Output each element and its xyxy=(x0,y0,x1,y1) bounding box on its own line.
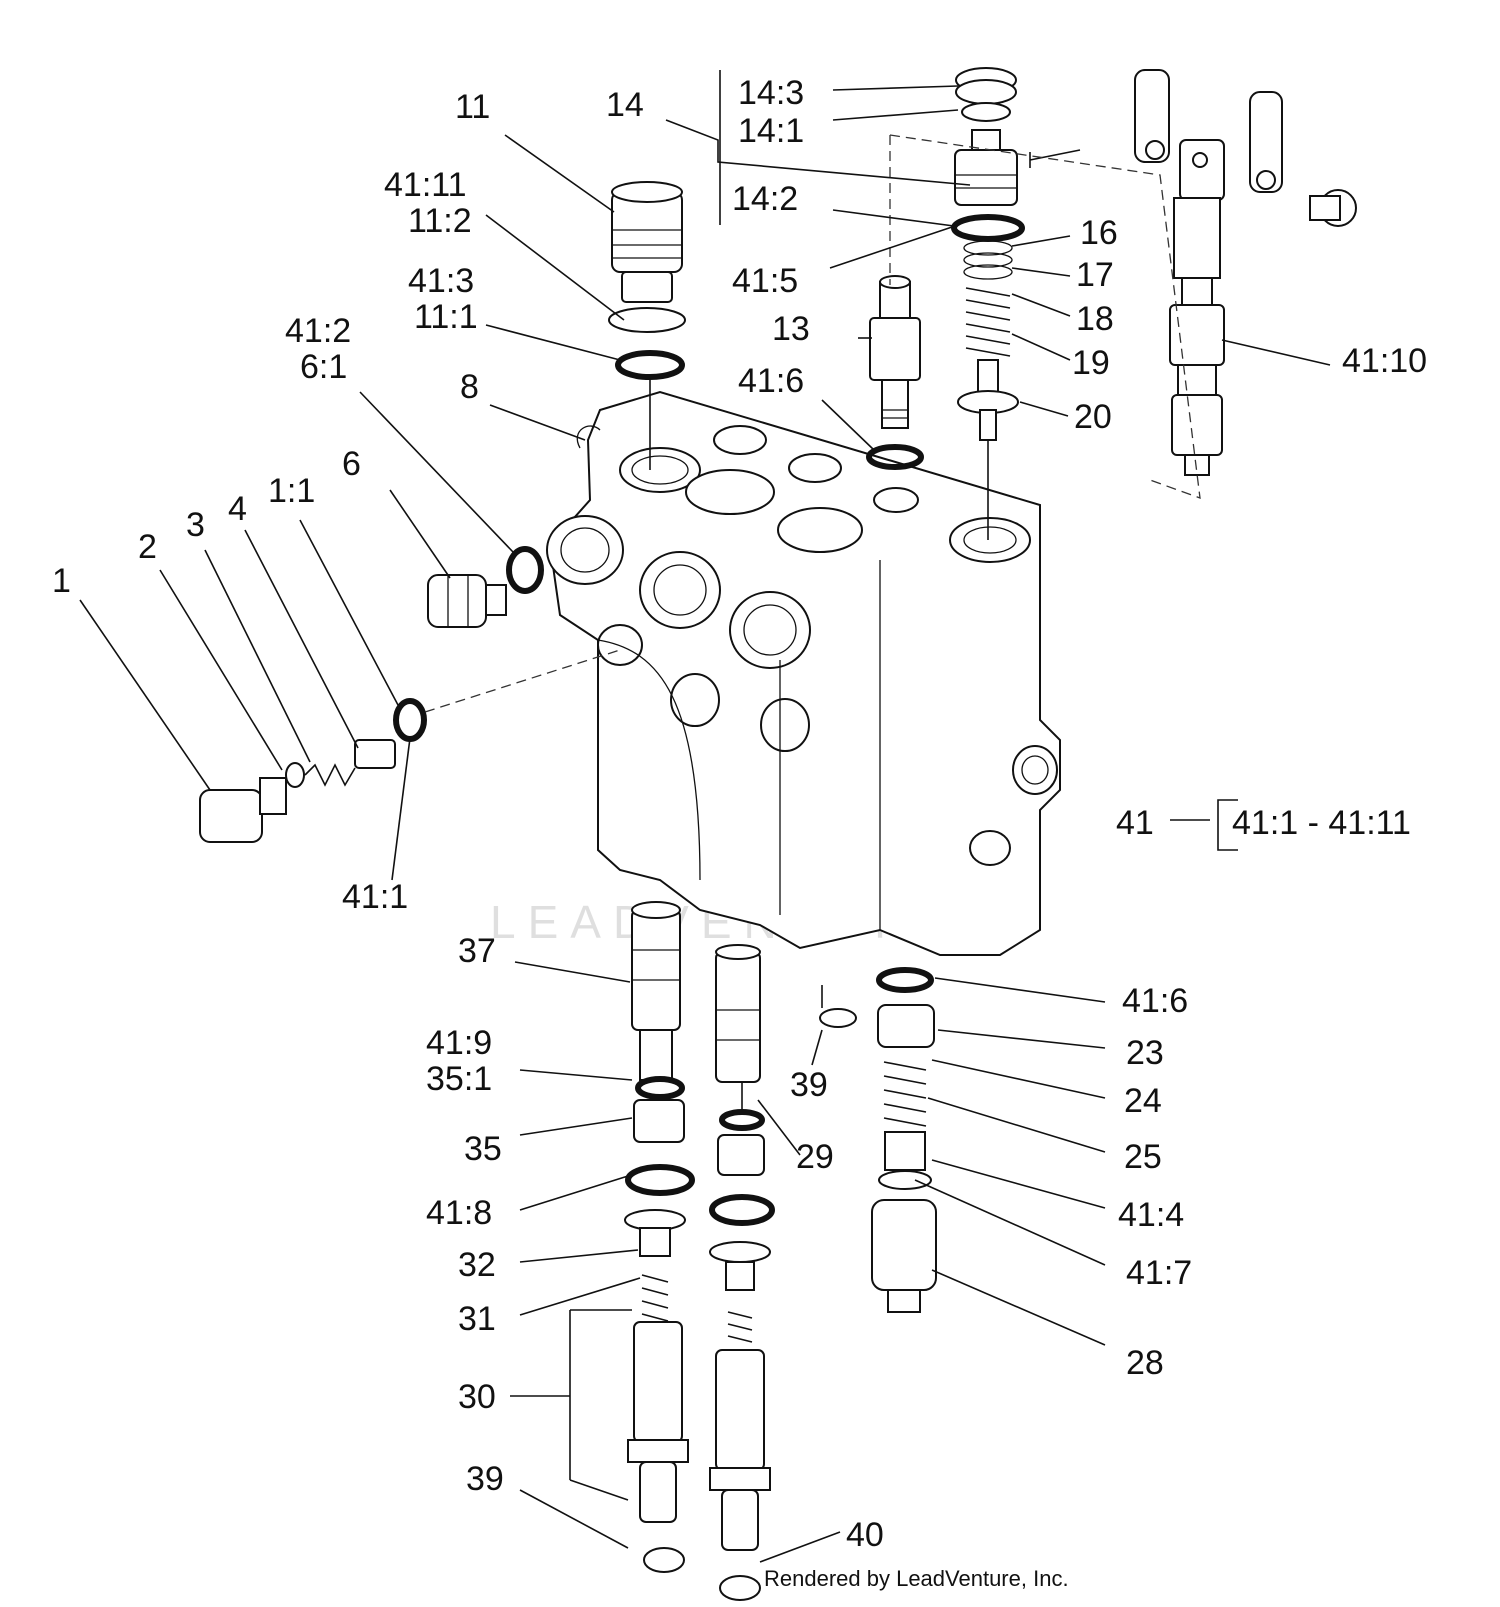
callout-17: 17 xyxy=(1076,256,1114,294)
callout-14-2: 14:2 xyxy=(732,180,798,218)
callout-41-range: 41:1 - 41:11 xyxy=(1232,804,1411,842)
callout-6: 6 xyxy=(342,445,361,483)
callout-29: 29 xyxy=(796,1138,834,1176)
valve-body xyxy=(546,390,1061,956)
callout-8: 8 xyxy=(460,368,479,406)
callout-41-6-bottom: 41:6 xyxy=(1122,982,1188,1020)
callout-41-4: 41:4 xyxy=(1118,1196,1184,1234)
callout-41-5: 41:5 xyxy=(732,262,798,300)
callout-39-bottom: 39 xyxy=(466,1460,504,1498)
callout-39-mid: 39 xyxy=(790,1066,828,1104)
render-credit: Rendered by LeadVenture, Inc. xyxy=(764,1566,1069,1591)
callout-20: 20 xyxy=(1074,398,1112,436)
callout-13: 13 xyxy=(772,310,810,348)
callout-11: 11 xyxy=(455,88,490,126)
callout-16: 16 xyxy=(1080,214,1118,252)
part-37-spool-stack xyxy=(624,901,695,1573)
callout-28: 28 xyxy=(1126,1344,1164,1382)
callout-41-6-top: 41:6 xyxy=(738,362,804,400)
callout-3: 3 xyxy=(186,506,205,544)
callout-41-8: 41:8 xyxy=(426,1194,492,1232)
part-41-10-linkage xyxy=(889,69,1357,499)
callout-25: 25 xyxy=(1124,1138,1162,1176)
callout-6-1: 6:1 xyxy=(300,348,347,386)
callout-4: 4 xyxy=(228,490,247,528)
callout-11-2: 11:2 xyxy=(408,202,472,240)
callout-41-2: 41:2 xyxy=(285,312,351,350)
callout-41-1: 41:1 xyxy=(342,878,408,916)
callout-19: 19 xyxy=(1072,344,1110,382)
callout-32: 32 xyxy=(458,1246,496,1284)
callout-40: 40 xyxy=(846,1516,884,1554)
callout-14-3: 14:3 xyxy=(738,74,804,112)
part-28-relief-stack xyxy=(819,967,937,1313)
callout-1: 1 xyxy=(52,562,71,600)
part-1-relief-assembly xyxy=(199,649,621,843)
callout-41-11: 41:11 xyxy=(384,166,467,204)
callout-labels: 11 14 14:3 14:1 14:2 41:11 11:2 41:3 11:… xyxy=(52,74,1427,1554)
callout-41-3: 41:3 xyxy=(408,262,474,300)
callout-35: 35 xyxy=(464,1130,502,1168)
callout-41-7: 41:7 xyxy=(1126,1254,1192,1292)
part-14-assembly xyxy=(951,67,1025,540)
callout-14-1: 14:1 xyxy=(738,112,804,150)
part-11-cartridge xyxy=(608,181,686,470)
callout-41-10: 41:10 xyxy=(1342,342,1427,380)
callout-41-9: 41:9 xyxy=(426,1024,492,1062)
callout-37: 37 xyxy=(458,932,496,970)
callout-35-1: 35:1 xyxy=(426,1060,492,1098)
callout-23: 23 xyxy=(1126,1034,1164,1072)
part-13-plunger xyxy=(866,275,924,470)
callout-31: 31 xyxy=(458,1300,496,1338)
callout-24: 24 xyxy=(1124,1082,1162,1120)
part-6-plug xyxy=(427,546,544,628)
callout-30: 30 xyxy=(458,1378,496,1416)
callout-14: 14 xyxy=(606,86,644,124)
leader-lines xyxy=(79,70,1331,1563)
callout-18: 18 xyxy=(1076,300,1114,338)
callout-2: 2 xyxy=(138,528,157,566)
callout-41: 41 xyxy=(1116,804,1154,842)
callout-11-1: 11:1 xyxy=(414,298,478,336)
part-29-spool-stack xyxy=(709,944,775,1601)
callout-1-1: 1:1 xyxy=(268,472,315,510)
